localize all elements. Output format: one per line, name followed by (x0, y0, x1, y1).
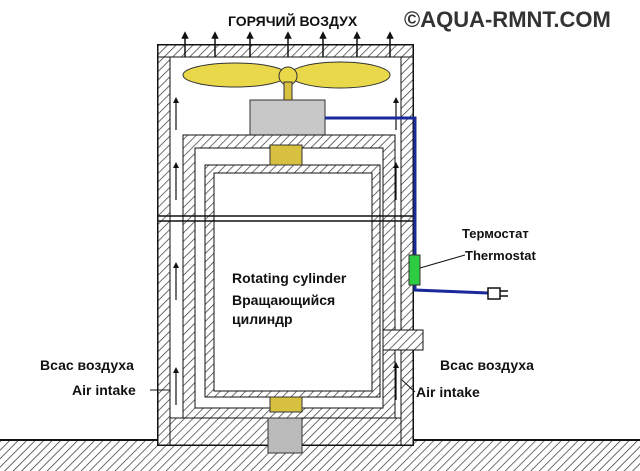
intake-left-en-label: Air intake (72, 382, 136, 398)
thermostat-ru-label: Термостат (462, 226, 529, 241)
thermostat (408, 254, 421, 286)
intake-pipe (382, 329, 424, 351)
motor (249, 99, 326, 136)
watermark: ©AQUA-RMNT.COM (404, 7, 611, 32)
thermostat-en-label: Thermostat (465, 248, 536, 263)
hot-air-arrows (181, 31, 394, 57)
cylinder-en-label: Rotating cylinder (232, 270, 347, 286)
intake-left-ru-label: Всас воздуха (40, 357, 134, 373)
cylinder-ru-label-2: цилиндр (232, 311, 293, 327)
thermostat-wiring (325, 116, 508, 300)
cylinder-ru-label-1: Вращающийся (232, 292, 335, 308)
intake-right-ru-label: Всас воздуха (440, 357, 534, 373)
rotating-cylinder (158, 134, 413, 454)
plug (487, 287, 501, 300)
airflow-arrows (173, 97, 399, 405)
intake-right-en-label: Air intake (416, 384, 480, 400)
leader-right (401, 379, 416, 393)
fan (182, 61, 391, 103)
hot-air-label: ГОРЯЧИЙ ВОЗДУХ (228, 12, 358, 29)
